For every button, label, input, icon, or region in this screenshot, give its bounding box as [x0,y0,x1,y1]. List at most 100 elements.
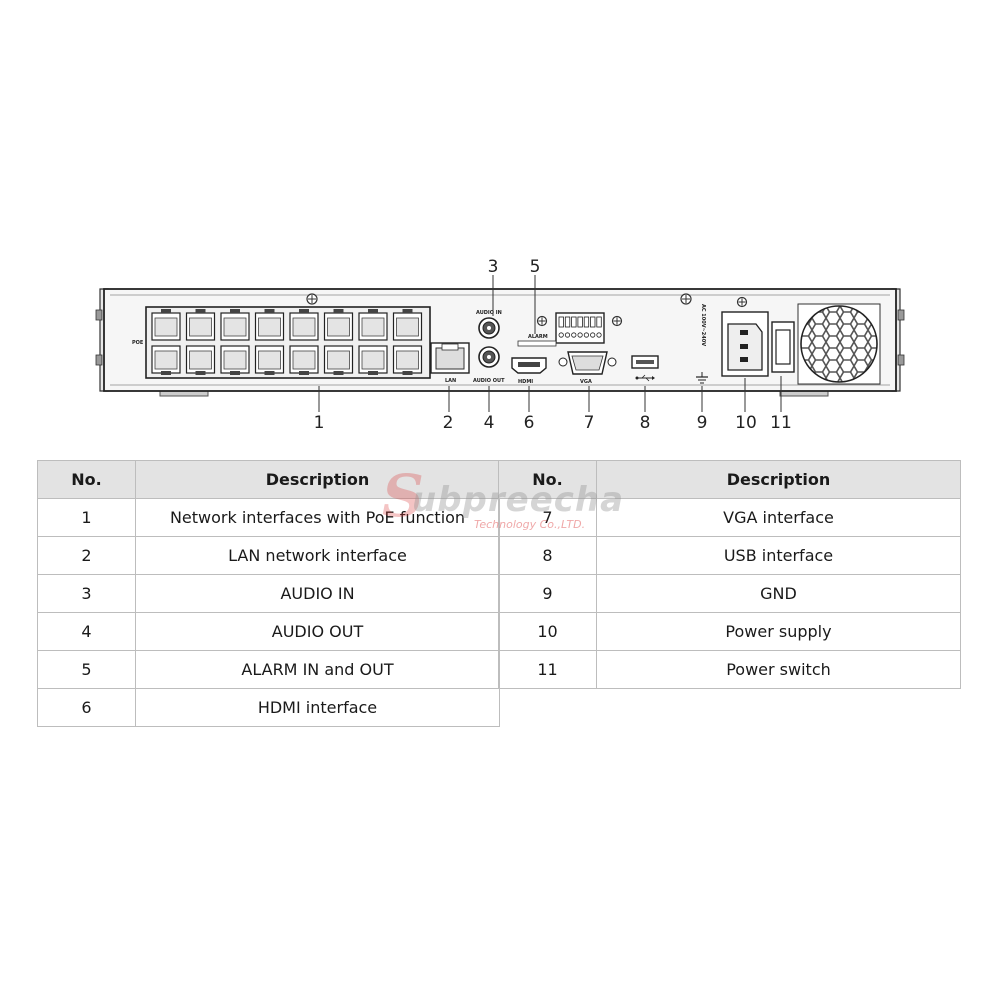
cell-no: 10 [498,612,597,651]
callout-leader-lines [318,275,782,412]
lan-port: LAN [430,342,470,384]
power-rating-label: AC 100V~240V [700,304,706,346]
callout-9: 9 [697,413,708,433]
cell-no: 6 [37,688,136,727]
poe-port [254,345,285,375]
lan-label: LAN [445,378,456,384]
usb-icon [635,374,655,382]
cell-description: USB interface [596,536,961,575]
cell-description: Power supply [596,612,961,651]
poe-ports [151,309,423,375]
poe-port [358,309,388,341]
header-no: No. [37,460,136,499]
callout-1: 1 [314,413,325,433]
alarm-pin [583,316,590,328]
callout-3: 3 [488,257,499,277]
poe-port [392,309,423,341]
audio-out-label: AUDIO OUT [473,378,505,384]
poe-port-block: POE [132,306,431,379]
alarm-pin-screw [596,332,602,338]
audio-connectors: AUDIO IN AUDIO OUT [473,310,505,384]
alarm-pin-screw [590,332,596,338]
alarm-pin-screw [571,332,577,338]
fan-grille [797,303,881,385]
alarm-pin [571,316,577,328]
cell-description: AUDIO OUT [135,612,500,651]
cell-no: 5 [37,650,136,689]
poe-port [220,309,250,341]
callout-5: 5 [530,257,541,277]
poe-port [185,345,216,375]
screw-icon [736,296,748,308]
poe-port [289,309,319,341]
alarm-pin [564,316,571,328]
callout-8: 8 [640,413,651,433]
alarm-pin-screw [564,332,571,338]
alarm-pin [590,316,596,328]
screw-icon [680,293,692,305]
header-no: No. [498,460,597,499]
alarm-label: ALARM [528,334,548,340]
poe-port [151,345,181,375]
poe-port [392,345,423,375]
cell-description: LAN network interface [135,536,500,575]
screw-icon [306,293,318,305]
hdmi-label: HDMI [518,379,533,385]
callout-numbers: 1 2 3 4 5 6 7 8 9 10 11 [314,257,792,433]
cell-description: GND [596,574,961,613]
callout-2: 2 [443,413,454,433]
cell-no: 2 [37,536,136,575]
vga-port: VGA [558,351,617,385]
cell-no: 11 [498,650,597,689]
poe-port [254,309,285,341]
cell-description: AUDIO IN [135,574,500,613]
cell-no: 8 [498,536,597,575]
poe-port [323,345,354,375]
poe-port [185,309,216,341]
alarm-terminal: ALARM [517,312,605,347]
alarm-pin [558,316,564,328]
callout-7: 7 [584,413,595,433]
cell-no: 4 [37,612,136,651]
alarm-pin [596,316,602,328]
screw-icon [536,315,548,327]
cell-description: Network interfaces with PoE function [135,498,500,537]
cell-description: ALARM IN and OUT [135,650,500,689]
poe-port [323,309,354,341]
table-header-row: No. Description [37,460,500,499]
audio-in-label: AUDIO IN [476,310,502,316]
cell-no: 1 [37,498,136,537]
poe-port [151,309,181,341]
header-description: Description [596,460,961,499]
callout-6: 6 [524,413,535,433]
cell-description: Power switch [596,650,961,689]
cell-description: VGA interface [596,498,961,537]
alarm-pin-screw [577,332,583,338]
hdmi-port: HDMI [511,357,547,385]
header-description: Description [135,460,500,499]
power-switch [771,321,795,373]
poe-port [289,345,319,375]
power-socket [721,311,769,377]
table-header-row: No. Description [498,460,961,499]
cell-description: HDMI interface [135,688,500,727]
alarm-pin-screw [558,332,564,338]
poe-port [220,345,250,375]
callout-10: 10 [735,413,757,433]
cell-no: 3 [37,574,136,613]
nvr-rear-panel-diagram: POE LAN AUDIO IN AUDIO OUT ALARM HDMI [95,257,905,433]
callout-11: 11 [770,413,792,433]
alarm-pins [558,316,602,338]
ground-icon [696,372,708,384]
